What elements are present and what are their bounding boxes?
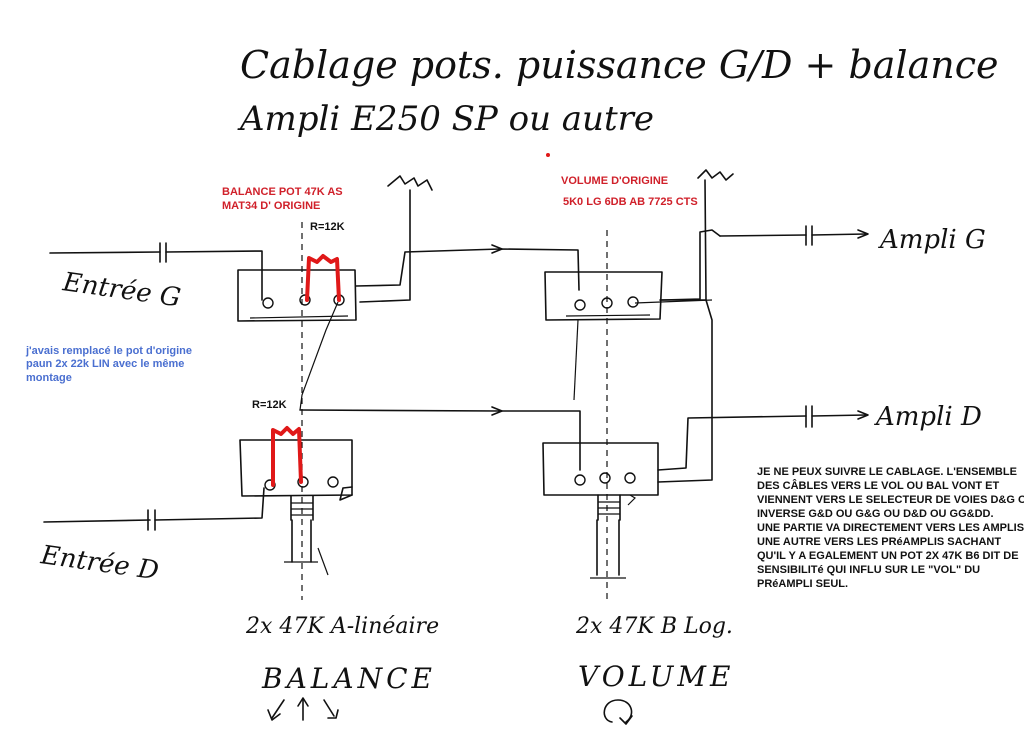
note-replacement-3: montage bbox=[26, 372, 72, 384]
cabling-note-line: UNE PARTIE VA DIRECTEMENT VERS LES AMPLI… bbox=[757, 522, 1024, 534]
balance-shaft bbox=[291, 519, 312, 563]
input-g-connector bbox=[159, 242, 167, 263]
volume-pot-bottom-lug-3 bbox=[624, 472, 636, 484]
rotate-right-arrowhead bbox=[327, 709, 339, 719]
title-line2: Ampli E250 SP ou autre bbox=[237, 99, 654, 139]
volume-pot-top-lug-1 bbox=[574, 299, 586, 311]
rotate-right-icon bbox=[323, 699, 335, 717]
volume-pot-bottom bbox=[542, 442, 659, 579]
note-replacement-1: j'avais remplacé le pot d'origine bbox=[25, 345, 192, 357]
rotate-left-icon bbox=[271, 699, 285, 719]
note-volume-original-1: VOLUME D'ORIGINE bbox=[561, 175, 668, 187]
volume-shaft-thread bbox=[598, 501, 620, 515]
rotate-clockwise-arrowhead bbox=[619, 715, 633, 725]
label-entree-g: Entrée G bbox=[60, 267, 182, 313]
ground-top-left bbox=[359, 175, 433, 303]
volume-pot-top-body bbox=[544, 271, 663, 321]
label-entree-d: Entrée D bbox=[38, 540, 161, 586]
balance-shaft-side bbox=[317, 547, 329, 576]
label-ampli-g: Ampli G bbox=[878, 225, 986, 255]
volume-pot-bottom-lug-2 bbox=[599, 472, 611, 484]
wire-volume-top-right bbox=[634, 299, 713, 304]
label-balance: BALANCE bbox=[261, 662, 436, 695]
cabling-note-line: INVERSE G&D OU G&G OU D&D OU GG&DD. bbox=[757, 508, 994, 520]
note-balance-original-2: MAT34 D' ORIGINE bbox=[222, 200, 320, 212]
resistor-label-top: R=12K bbox=[310, 221, 345, 233]
cabling-note-line: DES CÂBLES VERS LE VOL OU BAL VONT ET bbox=[757, 479, 1000, 492]
cabling-note-line: VIENNENT VERS LE SELECTEUR DE VOIES D&G … bbox=[757, 494, 1024, 506]
ground-top-right-symbol bbox=[697, 169, 734, 181]
red-dot bbox=[546, 153, 550, 157]
ground-volume-bottom-wire bbox=[657, 299, 713, 483]
capacitor-g bbox=[805, 225, 813, 246]
balance-pot-top-track bbox=[249, 315, 349, 319]
note-replacement-2: paun 2x 22k LIN avec le même bbox=[26, 358, 184, 370]
cabling-note: JE NE PEUX SUIVRE LE CABLAGE. L'ENSEMBLE… bbox=[757, 466, 1024, 590]
wire-volume-top-left bbox=[573, 319, 579, 401]
note-balance-original-1: BALANCE POT 47K AS bbox=[222, 186, 343, 198]
resistor-bottom bbox=[271, 426, 303, 487]
volume-pot-bottom-body bbox=[542, 442, 659, 496]
resistor-label-bottom: R=12K bbox=[252, 399, 287, 411]
wire-cross-balance bbox=[299, 301, 339, 411]
cabling-note-line: SENSIBILITé QUI INFLU SUR LE "VOL" DU bbox=[757, 564, 980, 576]
balance-shaft-bushing bbox=[290, 495, 314, 521]
rotate-clockwise-icon bbox=[603, 699, 633, 723]
volume-pot-bottom-lug-1 bbox=[574, 474, 586, 486]
arrow-ampli-g bbox=[857, 229, 869, 239]
note-volume-original-2: 5K0 LG 6DB AB 7725 CTS bbox=[563, 196, 698, 208]
wire-balance-to-volume-d bbox=[299, 409, 581, 471]
balance-pot-top-body bbox=[237, 269, 357, 322]
wire-balance-to-volume-g bbox=[355, 248, 580, 291]
label-volume: VOLUME bbox=[578, 660, 734, 693]
wire-input-g bbox=[49, 251, 161, 254]
arrow-to-volume-g bbox=[491, 244, 503, 254]
volume-shaft-side bbox=[627, 494, 636, 506]
balance-rotation-icon bbox=[267, 697, 339, 721]
volume-pot-top bbox=[544, 271, 663, 321]
ground-top-left-wire bbox=[359, 189, 411, 303]
volume-pot-top-lug-3 bbox=[627, 296, 639, 308]
center-up-arrowhead bbox=[297, 697, 309, 707]
wire-volume-d-out bbox=[657, 415, 807, 471]
wire-volume-g-out bbox=[661, 229, 721, 301]
arrow-to-volume-d bbox=[491, 406, 503, 416]
capacitor-d bbox=[805, 405, 813, 428]
wire-input-g-to-pot bbox=[165, 250, 263, 301]
balance-pot-bottom bbox=[239, 439, 353, 576]
cabling-note-line: QU'IL Y A EGALEMENT UN POT 2X 47K B6 DIT… bbox=[757, 550, 1019, 562]
balance-pot-top-lug-1 bbox=[262, 297, 274, 309]
volume-pot-top-track bbox=[565, 314, 651, 317]
label-ampli-d: Ampli D bbox=[874, 402, 982, 432]
volume-shaft bbox=[596, 519, 620, 576]
wire-cap-d-to-ampli bbox=[811, 414, 867, 417]
cabling-note-line: JE NE PEUX SUIVRE LE CABLAGE. L'ENSEMBLE bbox=[757, 466, 1017, 478]
wire-input-d bbox=[43, 519, 151, 523]
arrow-ampli-d bbox=[857, 410, 869, 420]
rotate-left-arrowhead bbox=[267, 709, 281, 721]
wire-to-cap-g bbox=[719, 234, 807, 237]
wire-cap-g-to-ampli bbox=[811, 233, 867, 236]
volume-rotation-icon bbox=[603, 699, 633, 725]
ground-top-right bbox=[657, 169, 734, 483]
wire-balance-bottom-loop bbox=[339, 486, 353, 501]
cabling-note-line: PRéAMPLI SEUL. bbox=[757, 578, 848, 590]
cabling-note-line: UNE AUTRE VERS LES PRéAMPLIS SACHANT bbox=[757, 536, 1001, 548]
balance-pot-bottom-body bbox=[239, 439, 353, 497]
ground-top-left-symbol bbox=[387, 175, 433, 191]
label-volume-pot: 2x 47K B Log. bbox=[575, 614, 733, 639]
balance-pot-bottom-lug-3 bbox=[327, 476, 339, 488]
wire-input-d-to-pot bbox=[154, 487, 265, 521]
label-balance-pot: 2x 47K A-linéaire bbox=[245, 614, 439, 639]
resistor-top bbox=[305, 254, 341, 302]
title-line1: Cablage pots. puissance G/D + balance bbox=[240, 43, 998, 87]
